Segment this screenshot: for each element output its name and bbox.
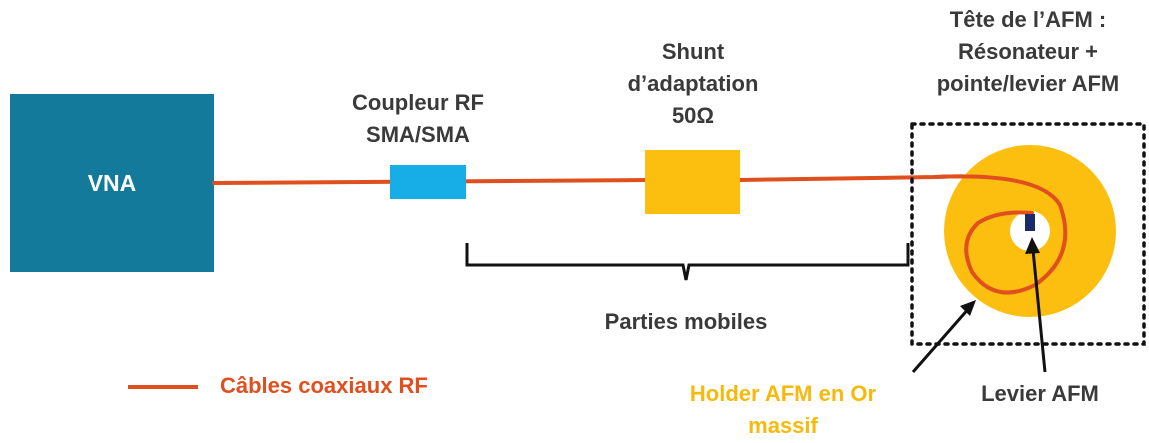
coupler-label-line2: SMA/SMA bbox=[366, 122, 470, 147]
holder-label-line1: Holder AFM en Or bbox=[689, 381, 877, 406]
cantilever-arrow-head bbox=[1025, 237, 1040, 254]
coupler-label: Coupleur RF SMA/SMA bbox=[318, 87, 518, 151]
holder-label: Holder AFM en Or massif bbox=[658, 378, 908, 442]
holder-arrow-line bbox=[911, 306, 972, 373]
legend-label: Câbles coaxiaux RF bbox=[220, 373, 428, 398]
mobile-parts-label: Parties mobiles bbox=[604, 309, 768, 334]
vna-box bbox=[10, 94, 214, 272]
cantilever-label: Levier AFM bbox=[981, 381, 1099, 406]
coupler-box bbox=[390, 165, 466, 199]
cantilever-arrow-line bbox=[1031, 249, 1047, 373]
shunt-label-line2: d’adaptation bbox=[627, 71, 759, 96]
afm-head-label: Tête de l’AFM : Résonateur + pointe/levi… bbox=[912, 4, 1144, 100]
cantilever bbox=[1025, 214, 1035, 231]
afm-head-label-line1: Tête de l’AFM : bbox=[949, 7, 1107, 32]
shunt-label-line1: Shunt bbox=[661, 39, 725, 64]
resonator-spiral bbox=[933, 174, 1068, 295]
shunt-box bbox=[645, 150, 740, 214]
shunt-label-line3: 50Ω bbox=[671, 103, 715, 128]
coupler-label-line1: Coupleur RF bbox=[352, 90, 484, 115]
afm-head-frame bbox=[910, 122, 1146, 346]
vna-label: VNA bbox=[87, 170, 137, 196]
holder-arrow-head bbox=[960, 300, 976, 316]
holder-label-line2: massif bbox=[748, 413, 818, 438]
afm-head-label-line3: pointe/levier AFM bbox=[936, 71, 1120, 96]
shunt-label: Shunt d’adaptation 50Ω bbox=[593, 36, 793, 132]
coax-cable bbox=[212, 174, 1067, 294]
mobile-parts-bracket bbox=[465, 243, 910, 281]
afm-head-label-line2: Résonateur + bbox=[958, 39, 1098, 64]
